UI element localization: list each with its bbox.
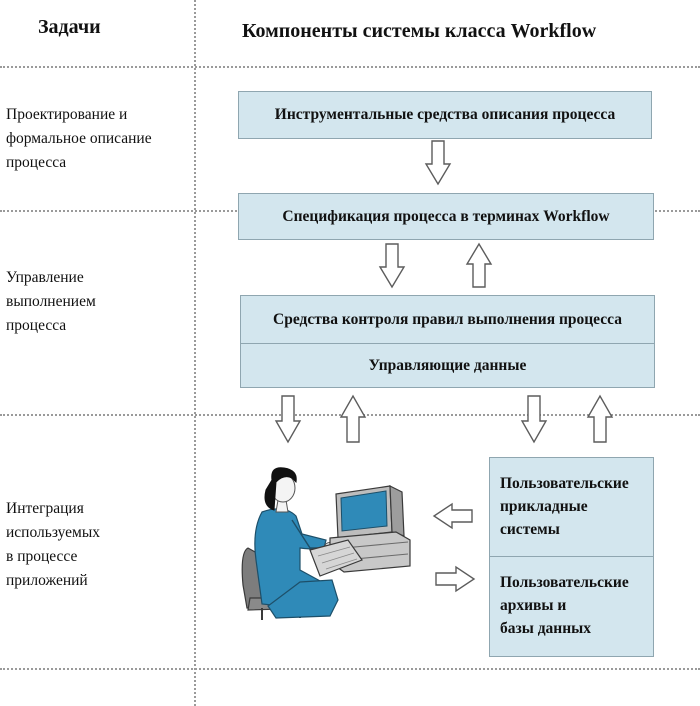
spec-box: Спецификация процесса в терминах Workflo… [238,193,654,240]
hollow-arrow-down-icon [424,140,452,186]
task-control-line: Управление [6,269,84,286]
task-control-line: выполнением [6,293,96,310]
user-apps-line: системы [500,521,560,538]
hollow-arrow-up-icon [586,394,614,443]
task-control: Управление выполнением процесса [6,266,96,338]
task-design-line: процесса [6,154,67,171]
row-divider-header [0,66,700,68]
tasks-header: Задачи [38,16,101,38]
task-integration-line: в процессе [6,548,78,565]
user-apps-line: Пользовательские [500,475,629,492]
user-archives-line: Пользовательские [500,574,629,591]
runtime-group: Средства контроля правил выполнения проц… [240,295,655,388]
user-archives-box: Пользовательские архивы и базы данных [489,556,654,657]
task-integration-line: Интеграция [6,500,84,517]
task-control-line: процесса [6,317,67,334]
hollow-arrow-down-icon [520,395,548,444]
hollow-arrow-left-icon [432,502,473,530]
control-data-box: Управляющие данные [368,356,527,374]
hollow-arrow-up-icon [339,394,367,443]
tools-box: Инструментальные средства описания проце… [238,91,652,139]
user-archives-line: архивы и [500,597,567,614]
hollow-arrow-right-icon [435,565,476,593]
user-archives-line: базы данных [500,620,592,637]
task-design-line: формальное описание [6,130,152,147]
hollow-arrow-down-icon [274,395,302,444]
components-header: Компоненты системы класса Workflow [242,20,597,42]
task-integration: Интеграция используемых в процессе прило… [6,497,100,593]
column-divider [194,0,196,706]
task-integration-line: используемых [6,524,101,541]
task-design-line: Проектирование и [6,106,128,123]
rules-box: Средства контроля правил выполнения проц… [241,296,654,344]
hollow-arrow-up-icon [465,242,493,288]
user-apps-box: Пользовательские прикладные системы [489,457,654,558]
task-integration-line: приложений [6,572,88,589]
row-divider-integration [0,668,700,670]
user-apps-line: прикладные [500,498,588,515]
task-design: Проектирование и формальное описание про… [6,103,152,175]
hollow-arrow-down-icon [378,243,406,289]
